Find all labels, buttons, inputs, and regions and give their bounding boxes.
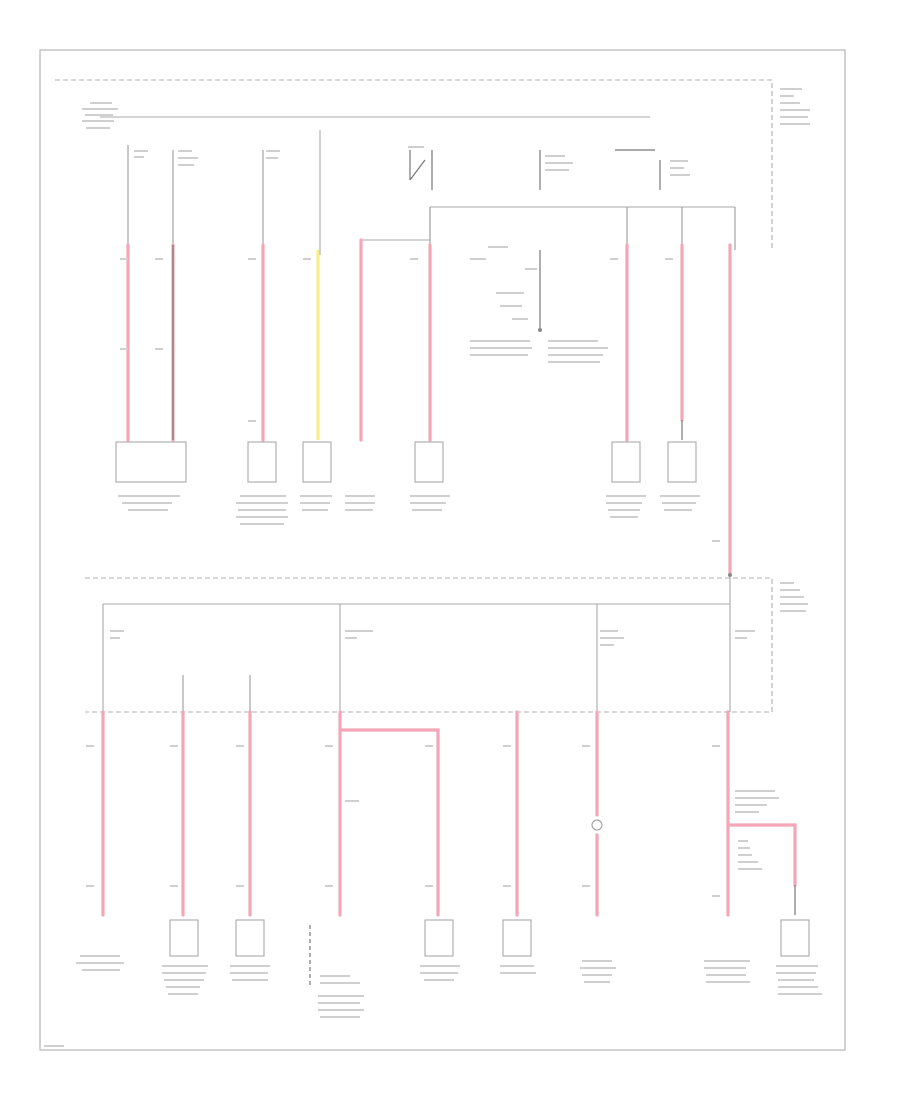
component-l <box>780 919 810 957</box>
fuse-8 <box>735 630 755 639</box>
fuse-7 <box>600 630 624 646</box>
fuse-5 <box>110 630 124 639</box>
terminal-markers <box>86 258 720 897</box>
component-e <box>611 441 641 483</box>
fuse-6 <box>345 630 373 639</box>
component-j <box>424 919 454 957</box>
bottom-block-label <box>780 582 808 612</box>
bottom-components <box>76 919 822 1018</box>
chassis-note <box>735 790 779 870</box>
top-wires <box>126 238 732 577</box>
hot-at-all-times-label <box>780 88 810 125</box>
transfer-case-selector <box>470 246 608 363</box>
top-block-label <box>82 102 118 129</box>
fuse-3 <box>266 150 280 159</box>
bottom-fuse-block <box>85 573 808 713</box>
component-k <box>502 919 532 957</box>
diagram-frame <box>39 49 846 1051</box>
fuse-2 <box>178 150 198 166</box>
top-components <box>115 441 700 525</box>
component-h <box>169 919 199 957</box>
top-fuse-block <box>55 79 810 255</box>
bottom-component-labels <box>76 955 822 1018</box>
component-i <box>235 919 265 957</box>
top-fuse-drops <box>127 145 736 250</box>
ignition-switch <box>408 146 433 190</box>
bottom-wires <box>101 675 797 985</box>
component-d <box>414 441 444 483</box>
fuse-1 <box>134 150 148 158</box>
relay-block <box>539 149 690 190</box>
component-b <box>247 441 277 483</box>
component-a <box>115 441 187 483</box>
component-f <box>667 441 697 483</box>
component-c <box>302 441 332 483</box>
top-component-labels <box>118 495 700 525</box>
